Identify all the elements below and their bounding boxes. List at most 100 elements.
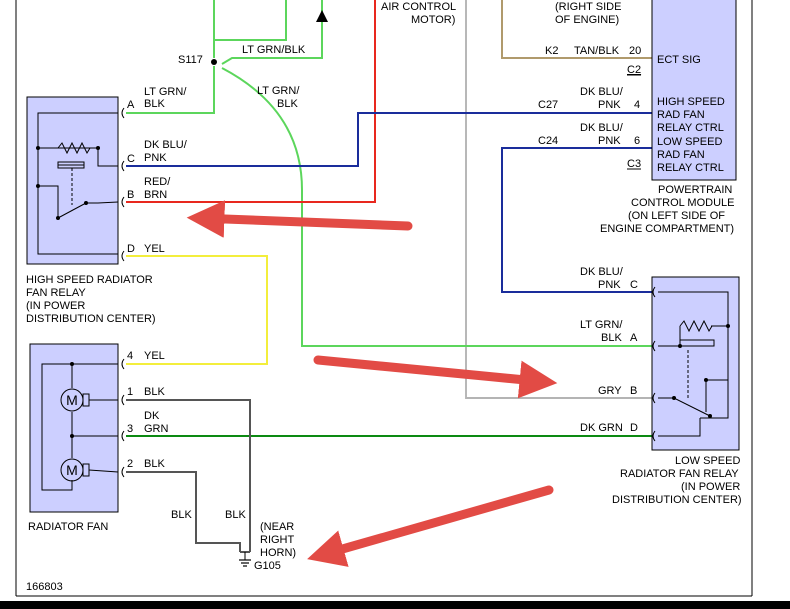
fan-pin-1-wire: BLK — [144, 386, 165, 398]
ground-location-2: RIGHT — [260, 534, 295, 546]
ground-name: G105 — [254, 560, 281, 572]
pcm-label-3: (ON LEFT SIDE OF — [628, 210, 725, 222]
high-relay-label-1: HIGH SPEED RADIATOR — [26, 274, 153, 286]
high-relay-pin-d: D — [127, 243, 135, 255]
ground-wire-left-label: BLK — [171, 509, 192, 521]
splice-down-wire-label-1: LT GRN/ — [257, 85, 300, 97]
arrow-to-gry-wire-icon — [313, 355, 558, 399]
high-relay-connectors — [121, 107, 125, 262]
high-relay-label-3: (IN POWER — [26, 300, 85, 312]
low-relay-label-2: RADIATOR FAN RELAY — [620, 468, 739, 480]
high-relay-pin-b-wire-2: BRN — [144, 189, 167, 201]
low-relay-connectors — [652, 286, 656, 442]
radiator-fan-label: RADIATOR FAN — [28, 521, 108, 533]
splice-name: S117 — [178, 54, 203, 66]
wire-tan-blk — [501, 0, 652, 59]
pcm-label-1: POWERTRAIN — [658, 184, 732, 196]
wire-blk-pin2 — [126, 471, 241, 552]
pcm-c24-wire-2: PNK — [598, 135, 621, 147]
low-relay-pin-c: C — [630, 279, 638, 291]
pcm-circuit-c27: C27 — [538, 99, 558, 111]
fan-pin-1: 1 — [127, 386, 133, 398]
pcm-c27-signal-3: RELAY CTRL — [657, 122, 724, 134]
fan-pin-4-wire: YEL — [144, 350, 165, 362]
fan-connectors — [121, 358, 125, 478]
up-arrow-icon — [316, 10, 328, 22]
high-relay-pin-c: C — [127, 153, 135, 165]
high-relay-pin-a-wire-2: BLK — [144, 98, 165, 110]
low-relay-pin-d-wire: DK GRN — [580, 422, 623, 434]
high-relay-label-4: DISTRIBUTION CENTER) — [26, 313, 156, 325]
low-relay-pin-a: A — [630, 332, 638, 344]
wire-lt-grn-blk — [126, 0, 652, 347]
right-side-label-1: (RIGHT SIDE — [555, 1, 621, 13]
annotation-arrows — [186, 200, 558, 567]
fan-pin-3: 3 — [127, 423, 133, 435]
wire-dk-blu-pnk-c27 — [126, 112, 652, 167]
high-relay-pin-c-wire-1: DK BLU/ — [144, 139, 188, 151]
pcm-pin-20: 20 — [629, 45, 641, 57]
low-speed-relay-box — [651, 276, 740, 451]
high-relay-pin-c-wire-2: PNK — [144, 152, 167, 164]
fan-pin-4: 4 — [127, 350, 133, 362]
wire-blk-pin1 — [126, 399, 251, 552]
pcm-wire-tan-blk: TAN/BLK — [574, 45, 620, 57]
fan-pin-2-wire: BLK — [144, 458, 165, 470]
ground-symbol-icon — [239, 551, 251, 567]
low-relay-pin-c-wire-1: DK BLU/ — [580, 266, 624, 278]
fan-pin-3-wire-1: DK — [144, 410, 160, 422]
low-relay-pin-b: B — [630, 385, 637, 397]
low-relay-label-4: DISTRIBUTION CENTER) — [612, 494, 742, 506]
high-relay-pin-b: B — [127, 189, 134, 201]
splice-down-wire-label-2: BLK — [277, 98, 298, 110]
pcm-label-4: ENGINE COMPARTMENT) — [600, 223, 734, 235]
pcm-c24-signal-3: RELAY CTRL — [657, 162, 724, 174]
air-control-label-2: MOTOR) — [411, 14, 455, 26]
pcm-c27-signal-1: HIGH SPEED — [657, 96, 725, 108]
pcm-c27-wire-1: DK BLU/ — [580, 86, 624, 98]
fan-motor-2-symbol: M — [66, 462, 78, 478]
high-relay-pin-b-wire-1: RED/ — [144, 176, 171, 188]
high-relay-label-2: FAN RELAY — [26, 287, 86, 299]
pcm-connector-c2: C2 — [627, 64, 641, 76]
bottom-rule — [0, 601, 790, 609]
high-relay-pin-a-wire-1: LT GRN/ — [144, 86, 187, 98]
low-relay-pin-c-wire-2: PNK — [598, 279, 621, 291]
ground-wire-right-label: BLK — [225, 509, 246, 521]
radiator-fan — [29, 343, 119, 513]
high-speed-relay — [26, 96, 119, 265]
low-relay-label-3: (IN POWER — [681, 481, 740, 493]
ground-location-1: (NEAR — [260, 521, 294, 533]
high-relay-pin-a: A — [127, 99, 135, 111]
radiator-fan-box — [29, 343, 119, 513]
low-relay-pin-a-wire-1: LT GRN/ — [580, 319, 623, 331]
pcm-c24-signal-1: LOW SPEED — [657, 136, 722, 148]
pcm-c24-signal-2: RAD FAN — [657, 149, 705, 161]
figure-number: 166803 — [26, 581, 63, 593]
fan-pin-3-wire-2: GRN — [144, 423, 169, 435]
low-relay-pin-b-wire: GRY — [598, 385, 622, 397]
fan-pin-2: 2 — [127, 458, 133, 470]
pcm-pin-6: 6 — [634, 135, 640, 147]
splice-top-wire-label: LT GRN/BLK — [242, 44, 306, 56]
pcm-c27-signal-2: RAD FAN — [657, 109, 705, 121]
arrow-to-red-brn-wire-icon — [186, 200, 413, 238]
pcm-c24-wire-1: DK BLU/ — [580, 122, 624, 134]
splice-dot — [211, 59, 217, 65]
pcm-c27-wire-2: PNK — [598, 99, 621, 111]
pcm-connector-c3: C3 — [627, 158, 641, 170]
low-relay-pin-a-wire-2: BLK — [601, 332, 622, 344]
low-relay-pin-d: D — [630, 422, 638, 434]
ground-location-3: HORN) — [260, 547, 296, 559]
pcm-module — [651, 0, 737, 181]
high-relay-pin-d-wire-1: YEL — [144, 243, 165, 255]
low-speed-relay — [651, 276, 740, 451]
arrow-to-ground-icon — [307, 485, 554, 567]
pcm-signal-ect: ECT SIG — [657, 54, 701, 66]
right-side-label-2: OF ENGINE) — [555, 14, 619, 26]
pcm-label-2: CONTROL MODULE — [631, 197, 735, 209]
wire-dk-blu-pnk-c24 — [501, 147, 652, 293]
pcm-pin-4: 4 — [634, 99, 640, 111]
